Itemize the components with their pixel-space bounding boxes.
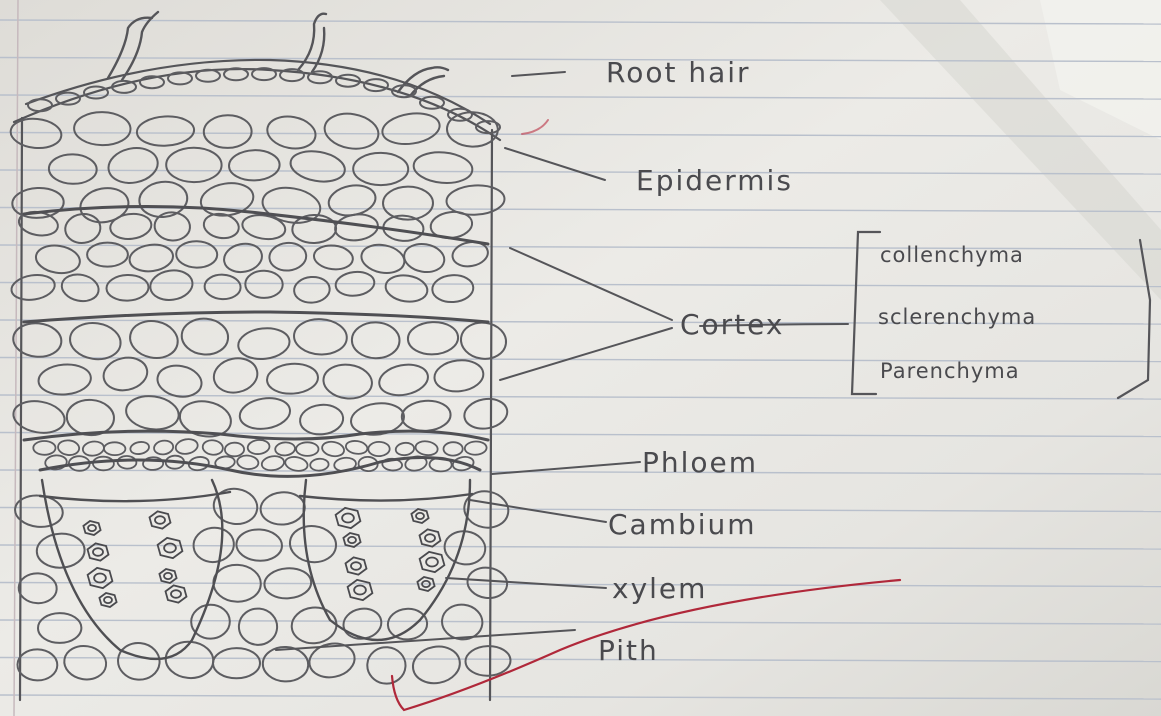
label-root-hair: Root hair <box>606 56 751 89</box>
label-collenchyma: collenchyma <box>880 243 1024 267</box>
label-pith: Pith <box>598 634 659 667</box>
label-parenchyma: Parenchyma <box>880 359 1020 383</box>
label-cortex: Cortex <box>680 308 784 341</box>
label-epidermis: Epidermis <box>636 164 793 197</box>
label-cambium: Cambium <box>608 508 757 541</box>
label-xylem: xylem <box>612 572 707 605</box>
label-phloem: Phloem <box>642 446 758 479</box>
label-sclerenchyma: sclerenchyma <box>878 305 1036 329</box>
